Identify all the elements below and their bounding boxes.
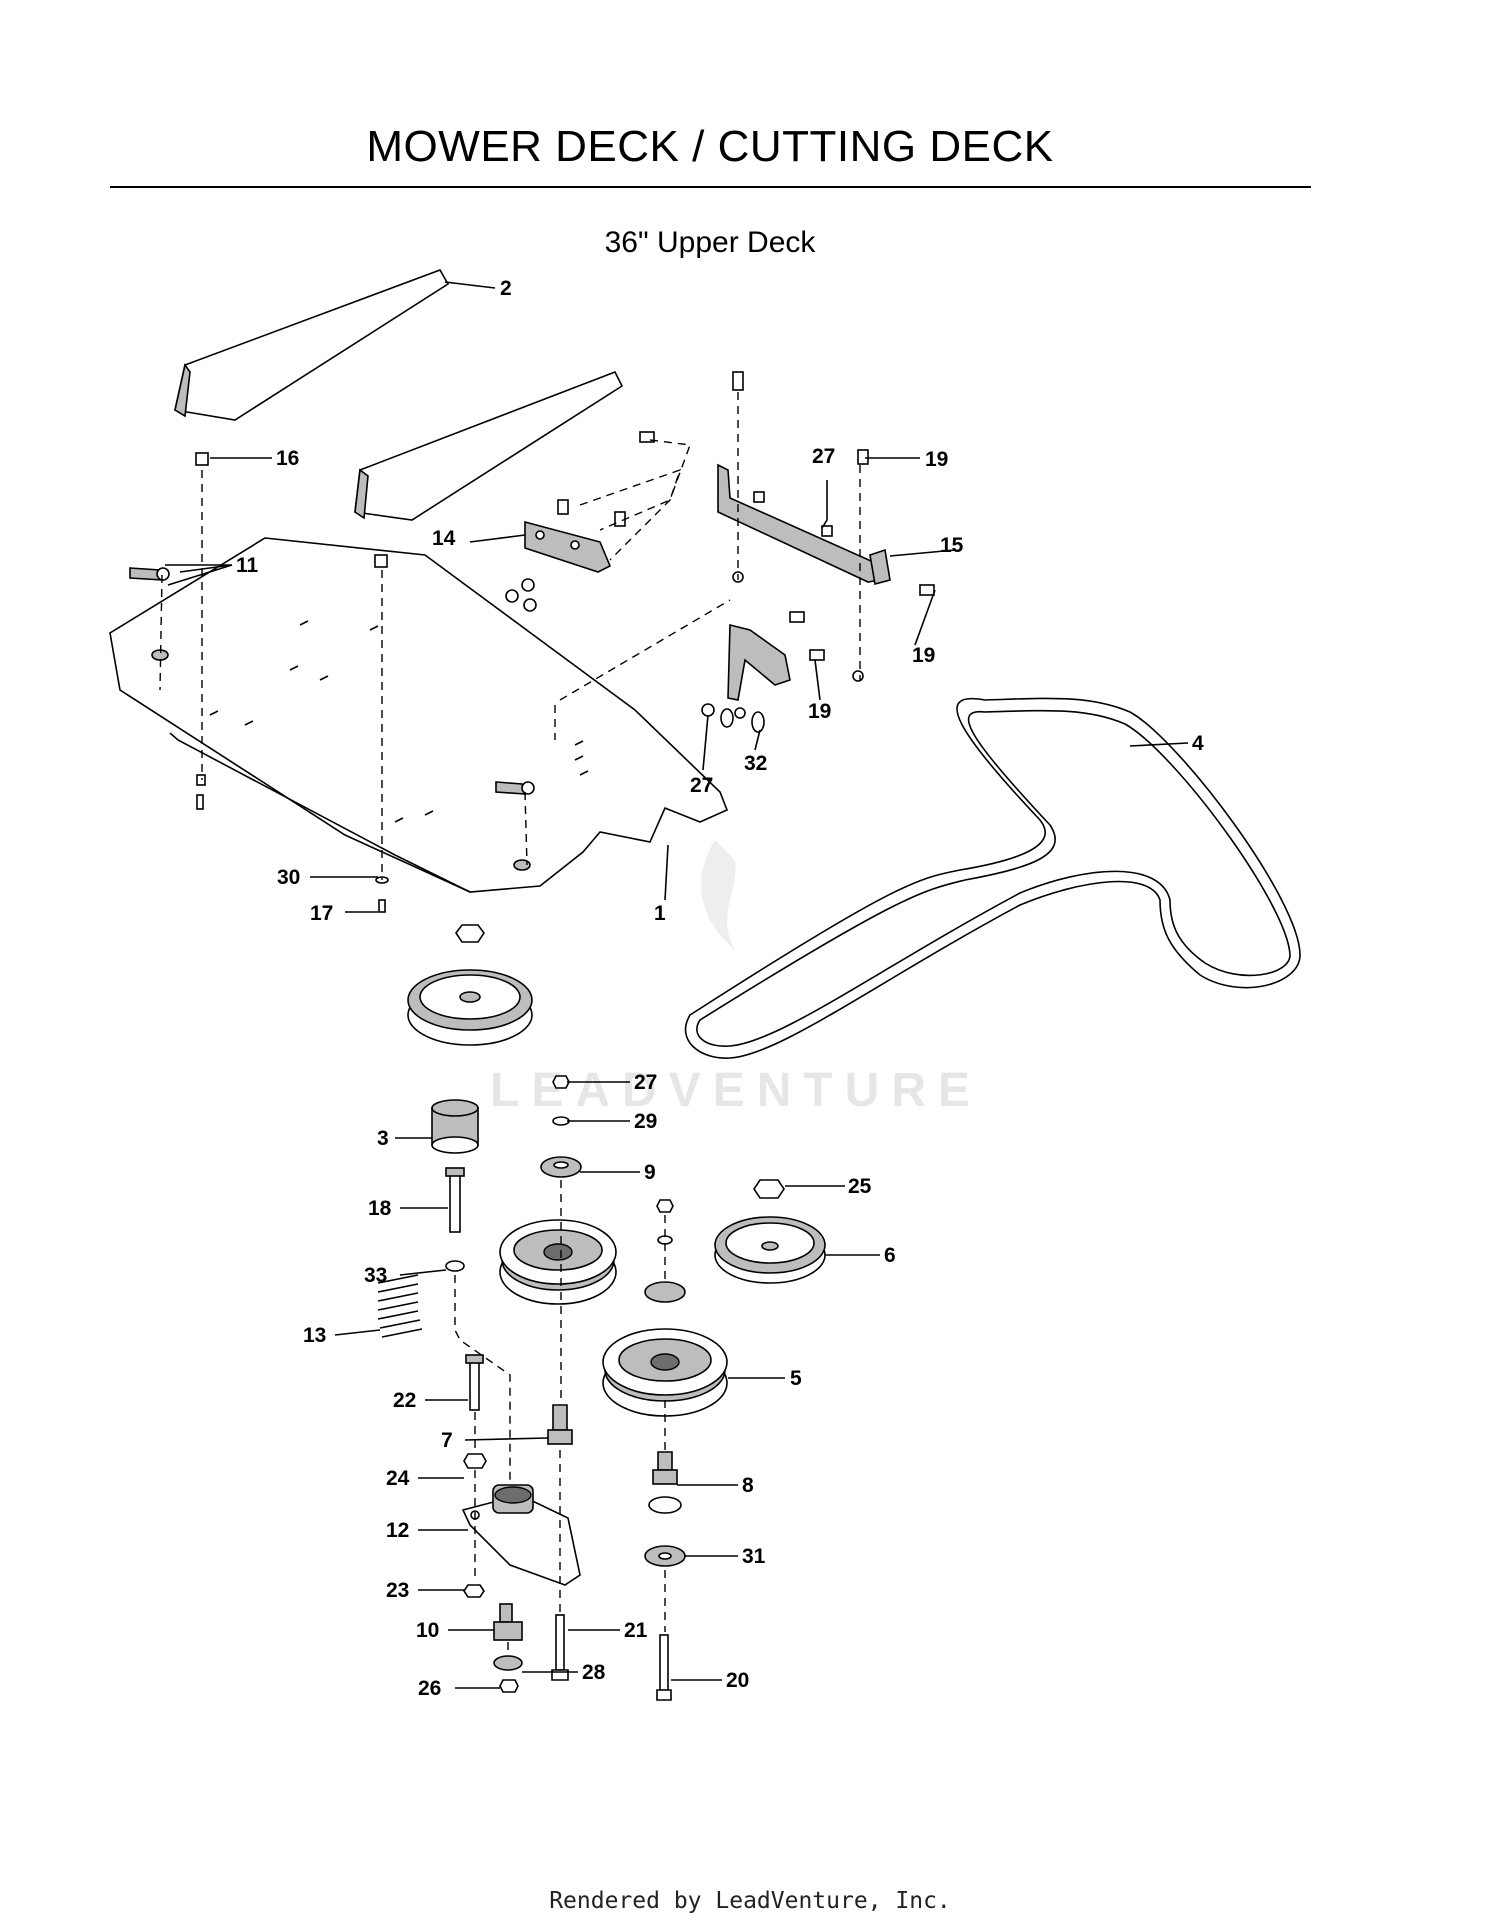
callout-17: 17	[310, 902, 333, 925]
callout-25: 25	[848, 1175, 872, 1198]
callout-12: 12	[386, 1519, 409, 1542]
lower-assembly-lines	[454, 1180, 666, 1655]
callout-13: 13	[303, 1324, 326, 1347]
callout-3: 3	[377, 1127, 389, 1150]
callout-6: 6	[884, 1244, 896, 1267]
callout-1: 1	[654, 902, 666, 925]
callout-26: 26	[418, 1677, 441, 1700]
callout-19-top: 19	[925, 448, 948, 471]
callout-8: 8	[742, 1474, 754, 1497]
callout-7: 7	[441, 1429, 453, 1452]
callout-19-right: 19	[912, 644, 935, 667]
lower-idler-assembly	[377, 1075, 826, 1701]
deck-plate-part	[109, 537, 729, 893]
callout-20: 20	[726, 1669, 749, 1692]
watermark-text: LEADVENTURE	[490, 1064, 982, 1117]
callout-19-mid: 19	[808, 700, 831, 723]
callout-27-mid: 27	[690, 774, 713, 797]
callout-leaders	[165, 281, 1189, 1689]
diagram-subtitle: 36" Upper Deck	[604, 226, 816, 259]
callout-18: 18	[368, 1197, 392, 1220]
bracket-hardware	[129, 371, 935, 913]
callout-27-bottom: 27	[634, 1071, 657, 1094]
callout-32: 32	[744, 752, 767, 775]
callout-14: 14	[432, 527, 456, 550]
upper-assembly-lines	[159, 392, 861, 880]
callout-21: 21	[624, 1619, 648, 1642]
callout-27-top: 27	[812, 445, 835, 468]
callout-16: 16	[276, 447, 299, 470]
callout-30: 30	[277, 866, 300, 889]
callout-33: 33	[364, 1264, 387, 1287]
callout-28: 28	[582, 1661, 606, 1684]
title-rule	[110, 186, 1311, 188]
footer-credit: Rendered by LeadVenture, Inc.	[549, 1888, 951, 1914]
callout-11: 11	[236, 554, 259, 577]
callout-5: 5	[790, 1367, 802, 1390]
callout-labels: 2 16 11 14 27 19 15 19 19 27 32 4 1 30 1…	[236, 277, 1204, 1700]
callout-29: 29	[634, 1110, 657, 1133]
watermark-flame-icon	[701, 840, 736, 950]
callout-15: 15	[940, 534, 964, 557]
upper-pulley	[407, 924, 533, 1046]
callout-22: 22	[393, 1389, 416, 1412]
callout-23: 23	[386, 1579, 409, 1602]
callout-24: 24	[386, 1467, 410, 1490]
drive-belt-part	[684, 697, 1301, 1059]
callout-10: 10	[416, 1619, 439, 1642]
callout-4: 4	[1192, 732, 1204, 755]
page-title: MOWER DECK / CUTTING DECK	[366, 122, 1054, 171]
belt-cover-part	[174, 269, 624, 521]
callout-2: 2	[500, 277, 512, 300]
callout-9: 9	[644, 1161, 656, 1184]
callout-31: 31	[742, 1545, 766, 1568]
